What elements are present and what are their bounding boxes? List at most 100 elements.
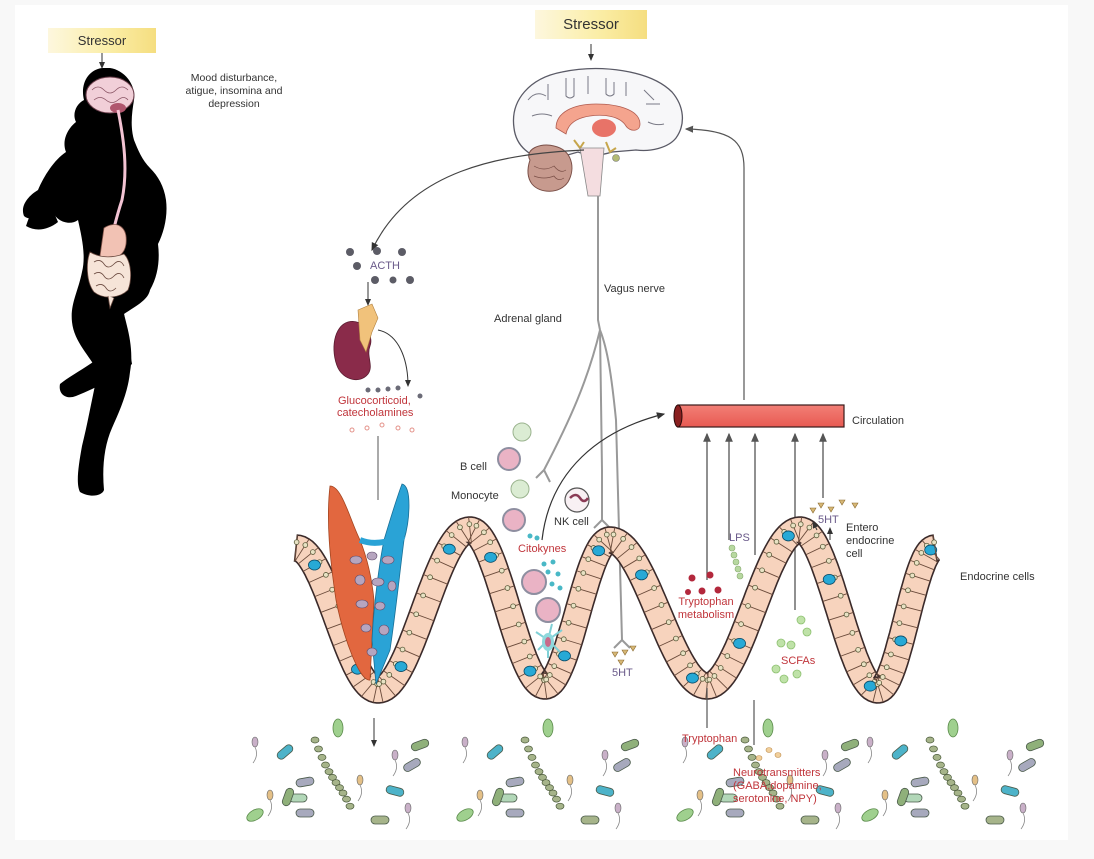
flagellated-bacterium xyxy=(971,774,979,786)
epithelial-cell-border xyxy=(352,671,375,688)
vagus-nerve xyxy=(535,196,631,649)
bacterium-chain-segment xyxy=(960,802,970,810)
cell-nucleus xyxy=(380,678,387,685)
bacterium-chain-segment xyxy=(775,802,785,810)
bacterium-rod xyxy=(295,808,315,818)
epithelial-cell-border xyxy=(883,651,910,661)
bacterium-chain-segment xyxy=(321,761,330,769)
cell-nucleus xyxy=(636,555,643,562)
cell-nucleus xyxy=(717,665,724,671)
endocrine-cell xyxy=(924,544,938,556)
cell-nucleus xyxy=(413,611,420,618)
epithelial-cell-border xyxy=(800,531,823,547)
epithelial-cell-border xyxy=(378,675,396,697)
flagellated-bacterium xyxy=(881,789,889,801)
serotonin-release-arrow xyxy=(812,521,819,531)
spiky-bacterium xyxy=(542,718,554,738)
cell-nucleus xyxy=(457,524,463,531)
epithelial-cell-border xyxy=(643,601,669,613)
cell-nucleus xyxy=(745,603,751,609)
epithelial-cell-border xyxy=(547,662,572,675)
epithelial-cell-border xyxy=(805,543,830,556)
flagellum xyxy=(867,746,872,764)
bacterium-chain-segment xyxy=(747,754,757,761)
cell-nucleus xyxy=(680,650,686,656)
epithelial-cell-border xyxy=(873,677,895,696)
b-cell-icon-2 xyxy=(502,508,526,532)
cell-nucleus xyxy=(658,602,665,608)
cell-nucleus xyxy=(883,664,890,671)
bacterium-chain-segment xyxy=(936,761,945,769)
flagellated-bacterium xyxy=(601,749,609,761)
monocyte-label: Monocyte xyxy=(451,490,499,502)
flagellum xyxy=(567,784,572,802)
epithelial-cell-border xyxy=(494,603,521,613)
cell-nucleus xyxy=(551,663,558,669)
endocrine-cell xyxy=(592,545,606,557)
endocrine-cell xyxy=(686,672,699,684)
cell-nucleus xyxy=(855,646,861,653)
flagellum xyxy=(882,799,887,817)
acth-label: ACTH xyxy=(370,260,400,272)
bacterium-chain-segment xyxy=(548,789,558,797)
bacterium-rod xyxy=(1018,758,1036,772)
bacterium-rod xyxy=(910,776,930,788)
serotonin-molecules-left xyxy=(611,645,637,666)
lps-label: LPS xyxy=(729,532,750,544)
cell-nucleus xyxy=(861,661,867,668)
endocrine-cell xyxy=(894,635,908,647)
flagellum xyxy=(392,759,397,777)
cell-nucleus xyxy=(420,592,426,599)
epithelial-cell-border xyxy=(822,593,848,602)
cell-nucleus xyxy=(537,673,543,680)
cell-nucleus xyxy=(905,587,911,594)
bacterium-chain-segment xyxy=(534,768,544,775)
flagellated-bacterium xyxy=(476,789,484,801)
bacterium-chain-segment xyxy=(531,761,540,769)
scfa-molecules xyxy=(771,615,812,684)
cell-nucleus xyxy=(527,653,533,660)
flagellum xyxy=(1007,759,1012,777)
flagellum xyxy=(405,812,410,830)
flagellated-bacterium xyxy=(356,774,364,786)
bacterium-rod xyxy=(595,785,615,797)
gut-microbiota xyxy=(246,718,1045,830)
spiky-bacterium xyxy=(947,718,959,738)
cell-nucleus xyxy=(918,550,925,556)
cell-nucleus xyxy=(797,521,804,527)
monocyte-cell-icon xyxy=(512,422,532,442)
epithelial-cell-border xyxy=(658,635,683,647)
neurotransmitters-line-2: (GABA,dopamine, xyxy=(733,780,822,792)
bacterium-chain-segment xyxy=(953,789,963,797)
epithelial-cell-border xyxy=(693,672,707,696)
bacterium-chain-segment xyxy=(768,789,778,797)
bacterium-rod xyxy=(910,808,930,818)
cell-nucleus xyxy=(931,539,937,546)
bacterium-rod xyxy=(385,785,405,797)
adrenal-gland-kidney-icon xyxy=(333,303,379,381)
cell-nucleus xyxy=(909,572,916,579)
spiky-bacterium xyxy=(246,808,264,822)
epithelial-cell-border xyxy=(383,670,406,687)
cell-nucleus xyxy=(596,536,602,543)
bacterium-chain-segment xyxy=(555,802,565,810)
bacterium-rod xyxy=(706,744,724,760)
epithelial-cell-border xyxy=(468,517,472,543)
spiky-bacterium xyxy=(861,808,879,822)
cell-nucleus xyxy=(399,646,406,653)
brain-sagittal-icon xyxy=(512,67,683,197)
endocrine-cell xyxy=(523,665,537,677)
cell-nucleus xyxy=(521,638,528,645)
epithelial-cell-border xyxy=(666,649,690,663)
flagellum xyxy=(252,746,257,764)
flagellated-bacterium xyxy=(566,774,574,786)
bacterium-chain-segment xyxy=(345,802,355,810)
epithelial-cell-border xyxy=(500,621,526,631)
epithelial-cell-border xyxy=(593,534,614,553)
flagellated-bacterium xyxy=(1019,802,1027,814)
epithelial-cell-border xyxy=(543,670,567,686)
bacterium-rod xyxy=(833,758,851,772)
cell-nucleus xyxy=(651,585,657,591)
cytokines-label: Citokynes xyxy=(518,543,567,555)
bacterium-rod xyxy=(1025,738,1045,752)
